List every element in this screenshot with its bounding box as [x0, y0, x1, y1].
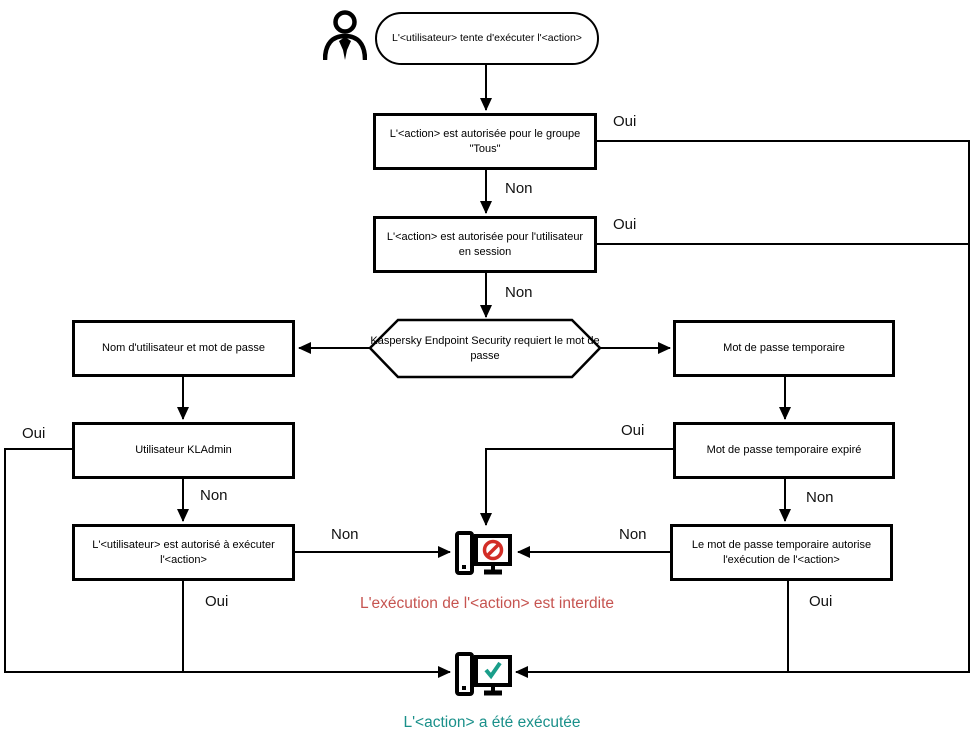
node-kladmin: Utilisateur KLAdmin — [72, 422, 295, 479]
node-temp-password-authorizes-label: Le mot de passe temporaire autorise l'ex… — [691, 539, 872, 566]
computer-blocked-icon — [455, 531, 512, 575]
node-credentials-label: Nom d'utilisateur et mot de passe — [102, 342, 265, 355]
node-credentials: Nom d'utilisateur et mot de passe — [72, 320, 295, 377]
edge-label-oui: Oui — [613, 216, 637, 233]
node-session-check: L'<action> est autorisée pour l'utilisat… — [373, 216, 597, 273]
node-session-check-label: L'<action> est autorisée pour l'utilisat… — [386, 231, 584, 258]
prohibition-icon — [482, 539, 504, 561]
edge-label-non: Non — [619, 526, 647, 543]
node-password-required-label: Kaspersky Endpoint Security requiert le … — [370, 335, 600, 362]
node-temp-password-authorizes: Le mot de passe temporaire autorise l'ex… — [670, 524, 893, 581]
node-temp-password-expired-label: Mot de passe temporaire expiré — [706, 444, 862, 457]
edge-label-oui: Oui — [621, 422, 645, 439]
edge-label-non: Non — [505, 284, 533, 301]
edge-expired-oui-to-forbidden — [480, 448, 673, 526]
caption-action-executed: L'<action> a été exécutée — [403, 714, 581, 731]
node-user-authorized: L'<utilisateur> est autorisé à exécuter … — [72, 524, 295, 581]
edge-label-non: Non — [505, 180, 533, 197]
node-kladmin-label: Utilisateur KLAdmin — [135, 444, 232, 457]
computer-success-icon — [455, 652, 512, 696]
node-temp-password-label: Mot de passe temporaire — [723, 342, 845, 355]
node-start-label: L'<utilisateur> tente d'exécuter l'<acti… — [392, 31, 582, 44]
edge-label-non: Non — [200, 487, 228, 504]
node-start: L'<utilisateur> tente d'exécuter l'<acti… — [375, 12, 599, 65]
edge-label-non: Non — [806, 489, 834, 506]
edge-label-non: Non — [331, 526, 359, 543]
edge-kladmin-oui-to-executed — [4, 448, 451, 678]
node-password-required: Kaspersky Endpoint Security requiert le … — [362, 320, 608, 377]
node-temp-password-expired: Mot de passe temporaire expiré — [673, 422, 895, 479]
user-icon — [323, 10, 367, 60]
edge-label-oui: Oui — [22, 425, 46, 442]
node-group-check: L'<action> est autorisée pour le groupe … — [373, 113, 597, 170]
edge-label-oui: Oui — [809, 593, 833, 610]
node-temp-password: Mot de passe temporaire — [673, 320, 895, 377]
caption-action-forbidden: L'exécution de l'<action> est interdite — [359, 595, 615, 612]
node-group-check-label: L'<action> est autorisée pour le groupe … — [389, 128, 581, 155]
checkmark-icon — [484, 661, 502, 680]
edge-label-oui: Oui — [205, 593, 229, 610]
node-user-authorized-label: L'<utilisateur> est autorisé à exécuter … — [92, 539, 275, 566]
decision-hexagon — [368, 318, 602, 379]
edge-group-oui-to-executed — [515, 140, 970, 678]
edge-label-oui: Oui — [613, 113, 637, 130]
